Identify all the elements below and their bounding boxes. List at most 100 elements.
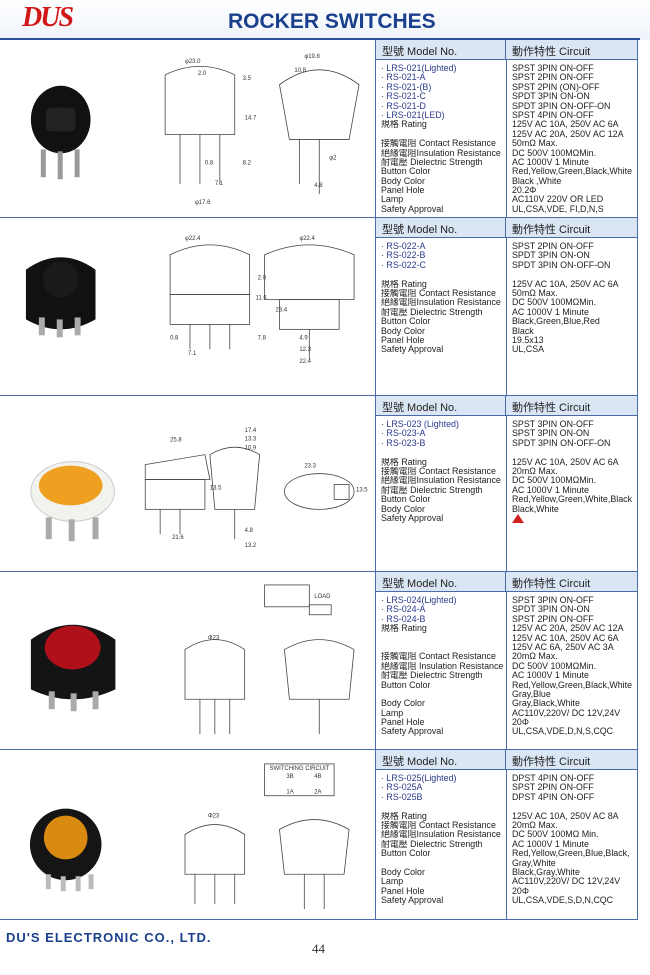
spec-row: · RS-021-(B)SPST 2PIN (ON)-OFF <box>376 82 637 92</box>
spec-label: Button Color <box>381 167 431 177</box>
spec-row: · LRS-024(Lighted)SPST 3PIN ON-OFF <box>376 595 637 605</box>
circuit-header: 動作特性 Circuit <box>512 402 591 414</box>
spec-table: 型號 Model No.動作特性 Circuit · LRS-023 (Ligh… <box>375 396 638 571</box>
dimension-label: 17.4 <box>245 428 257 434</box>
spec-value: 125V AC 10A, 250V AC 8A <box>512 810 619 821</box>
dimension-label: 22.4 <box>299 359 311 365</box>
model-number: · RS-025B <box>381 792 423 802</box>
spec-label: Button Color <box>381 495 431 505</box>
spec-value: AC 1000V 1 Minute <box>512 156 589 167</box>
spec-label: 接觸電阻 Contact Resistance <box>381 652 496 662</box>
spec-value: SPST 2PIN ON-OFF <box>512 782 594 793</box>
model-number: · RS-025A <box>381 783 423 793</box>
spec-row: · LRS-021(Lighted)SPST 3PIN ON-OFF <box>376 63 637 73</box>
table-header: 型號 Model No.動作特性 Circuit <box>376 396 637 416</box>
spec-value: 20mΩ Max. <box>512 819 558 830</box>
dimension-label: 7.1 <box>215 181 224 187</box>
dimension-label: 3B <box>286 774 293 780</box>
model-number: · RS-024-B <box>381 614 426 624</box>
dimension-label: SWITCHING CIRCUIT <box>270 766 330 772</box>
spec-label: Lamp <box>381 195 404 205</box>
approval-mark-icon <box>512 513 524 523</box>
spec-label: 接觸電阻 Contact Resistance <box>381 139 496 149</box>
dimension-label: 4.8 <box>245 528 254 534</box>
spec-value: UL,CSA,VDE, FI,D,N,S <box>512 203 604 214</box>
spec-label <box>376 448 506 457</box>
spec-value: AC110V,220V/ DC 12V,24V <box>512 707 621 718</box>
spec-value: DC 500V 100MΩMin. <box>512 147 597 158</box>
spec-value: AC110V,220V/ DC 12V,24V <box>512 876 621 887</box>
spec-rows: · LRS-024(Lighted)SPST 3PIN ON-OFF· RS-0… <box>376 592 637 737</box>
product-section-4: LOAD Φ23 型號 Model No.動作特性 Circuit · LRS-0… <box>0 572 638 750</box>
dimension-label: 10.9 <box>245 446 257 452</box>
product-illustration: φ23.02.03.5φ19.810.814.78.20.87.1φ17.64.… <box>30 54 360 206</box>
spec-value: DC 500V 100MΩMin. <box>512 475 597 486</box>
model-number: · LRS-023 (Lighted) <box>381 420 459 429</box>
spec-table: 型號 Model No.動作特性 Circuit · LRS-024(Light… <box>375 572 638 749</box>
spec-table: 型號 Model No.動作特性 Circuit · LRS-021(Light… <box>375 40 638 217</box>
dimension-label: Φ23 <box>208 636 220 642</box>
column-divider <box>506 238 507 395</box>
spec-value: AC 1000V 1 Minute <box>512 670 589 681</box>
dimension-label: 1A <box>286 790 293 796</box>
spec-label <box>376 130 506 139</box>
table-header: 型號 Model No.動作特性 Circuit <box>376 218 637 238</box>
spec-value: AC110V 220V OR LED <box>512 194 604 205</box>
spec-row: · LRS-021(LED)SPST 4PIN ON-OFF <box>376 110 637 120</box>
spec-value: SPDT 3PIN ON-ON <box>512 250 590 261</box>
spec-value: SPDT 3PIN ON-OFF-ON <box>512 259 611 270</box>
spec-row: · LRS-023 (Lighted)SPST 3PIN ON-OFF <box>376 419 637 429</box>
spec-value: SPDT 3PIN ON-ON <box>512 91 590 102</box>
spec-value: AC 1000V 1 Minute <box>512 484 589 495</box>
spec-value: 20Φ <box>512 885 529 896</box>
spec-value: UL,CSA,VDE,D,N,S,CQC <box>512 726 614 737</box>
dimension-label: 13.2 <box>245 543 257 549</box>
model-number: · RS-021-(B) <box>381 82 432 92</box>
spec-value: SPST 3PIN ON-OFF <box>512 63 594 73</box>
spec-value: 20Φ <box>512 717 529 728</box>
dimension-label: Φ23 <box>208 814 220 820</box>
model-number: · RS-024-A <box>381 605 426 615</box>
spec-label: Button Color <box>381 317 431 327</box>
spec-value: 50mΩ Max. <box>512 138 558 149</box>
model-number: · RS-023-A <box>381 429 426 439</box>
spec-label: Body Color <box>381 699 425 709</box>
spec-label: Panel Hole <box>381 335 425 345</box>
dimension-label: 8.2 <box>243 160 252 166</box>
company-name: DU'S ELECTRONIC CO., LTD. <box>6 930 212 945</box>
spec-value: DPST 4PIN ON-OFF <box>512 773 595 783</box>
model-number: · LRS-025(Lighted) <box>381 774 457 783</box>
column-divider <box>506 60 507 217</box>
spec-rows: · LRS-023 (Lighted)SPST 3PIN ON-OFF· RS-… <box>376 416 637 523</box>
dimension-label: φ19.8 <box>304 54 320 60</box>
spec-row: 125V AC 6A, 250V AC 3A <box>376 642 637 652</box>
spec-value: UL,CSA <box>512 344 545 355</box>
spec-value: 125V AC 10A, 250V AC 6A <box>512 278 619 289</box>
spec-label <box>376 802 506 811</box>
column-divider <box>506 770 507 919</box>
dimension-label: φ17.6 <box>195 200 211 206</box>
spec-value: SPDT 3PIN ON-OFF-ON <box>512 437 611 448</box>
dimension-label: LOAD <box>314 594 331 600</box>
spec-table: 型號 Model No.動作特性 Circuit · LRS-025(Light… <box>375 750 638 919</box>
